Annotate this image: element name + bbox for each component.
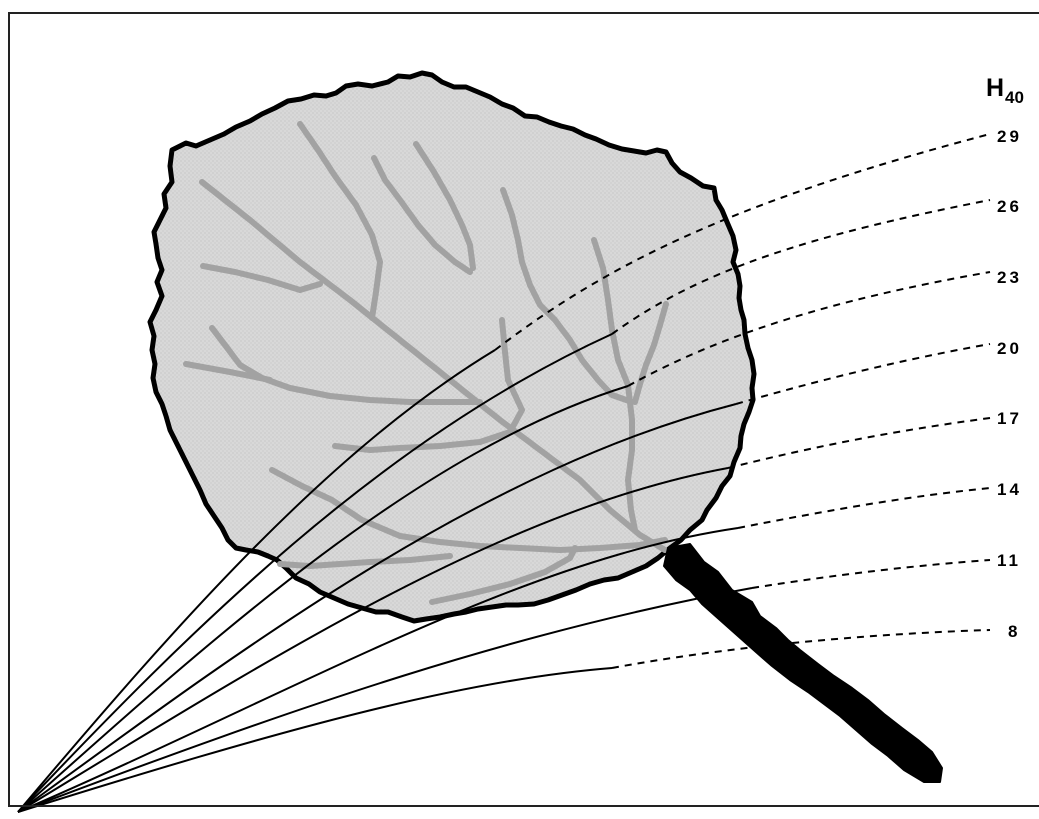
figure-frame (8, 12, 1039, 807)
